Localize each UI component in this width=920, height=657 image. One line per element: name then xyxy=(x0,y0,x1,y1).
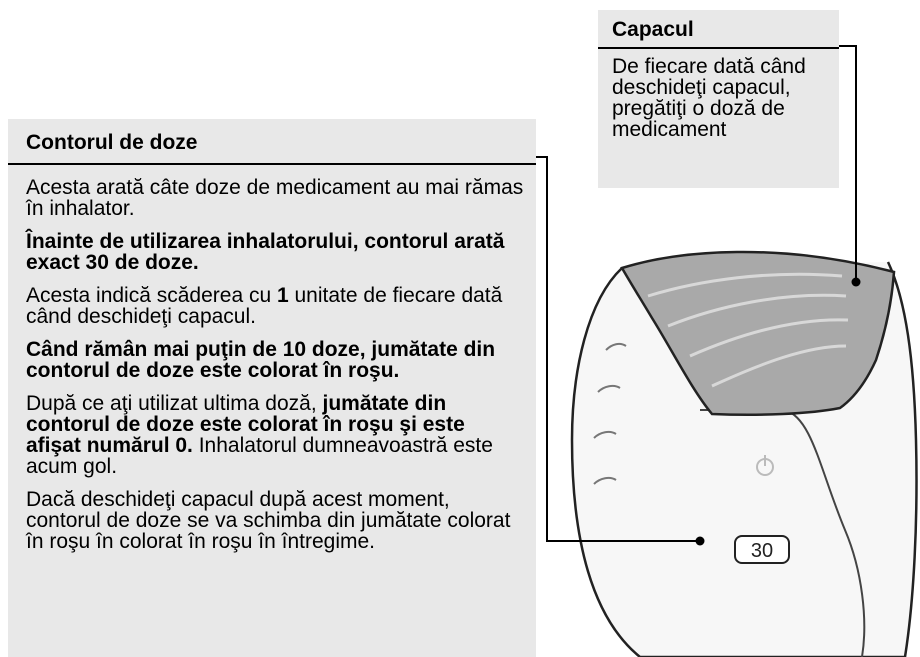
counter-leader-dot xyxy=(695,536,705,546)
dose-counter-paragraph-3: Acesta indică scăderea cu 1 unitate de f… xyxy=(26,285,524,327)
cap-ridges xyxy=(647,272,849,388)
dose-counter-panel: Contorul de doze Acesta arată câte doze … xyxy=(8,119,536,657)
cap-description: De fiecare dată când deschideţi capacul,… xyxy=(612,55,806,141)
dose-counter-paragraph-2: Înainte de utilizarea inhalatorului, con… xyxy=(26,230,505,274)
dose-counter-paragraph-1: Acesta arată câte doze de medicament au … xyxy=(26,176,524,220)
dose-counter-paragraph-5: După ce aţi utilizat ultima doză, jumăta… xyxy=(26,393,524,477)
dose-counter-paragraph-3-bold: 1 xyxy=(276,284,289,307)
dose-counter-title-rule xyxy=(8,163,536,165)
dose-counter-paragraph-5-bold: jumătate din contorul de doze este color… xyxy=(26,392,465,457)
cap-leader-line xyxy=(839,45,857,282)
dose-counter-number: 30 xyxy=(751,540,773,562)
dose-counter-paragraph-4: Când rămân mai puţin de 10 doze, jumătat… xyxy=(26,338,496,382)
inhaler-cap xyxy=(620,250,896,416)
cap-title: Capacul xyxy=(612,18,694,41)
dose-counter-paragraph-5-end: Inhalatorul dumneavoastră este acum gol. xyxy=(26,434,493,478)
cap-title-rule xyxy=(598,47,839,49)
dose-counter-paragraph-3-end: unitate de fiecare dată când deschideţi … xyxy=(26,284,503,328)
dose-counter-paragraph-6: Dacă deschideţi capacul după acest momen… xyxy=(26,488,511,553)
cap-leader-dot xyxy=(851,277,861,287)
counter-leader-line xyxy=(536,156,700,542)
dose-counter-window xyxy=(734,535,790,564)
dose-counter-paragraph-5-start: După ce aţi utilizat ultima doză, xyxy=(26,392,323,415)
dose-counter-title: Contorul de doze xyxy=(26,131,198,154)
power-logo-icon xyxy=(756,455,774,476)
cap-panel: Capacul De fiecare dată când deschideţi … xyxy=(598,10,839,188)
dose-counter-paragraph-3-start: Acesta indică scăderea cu xyxy=(26,284,277,307)
grip-ridges xyxy=(593,342,627,485)
